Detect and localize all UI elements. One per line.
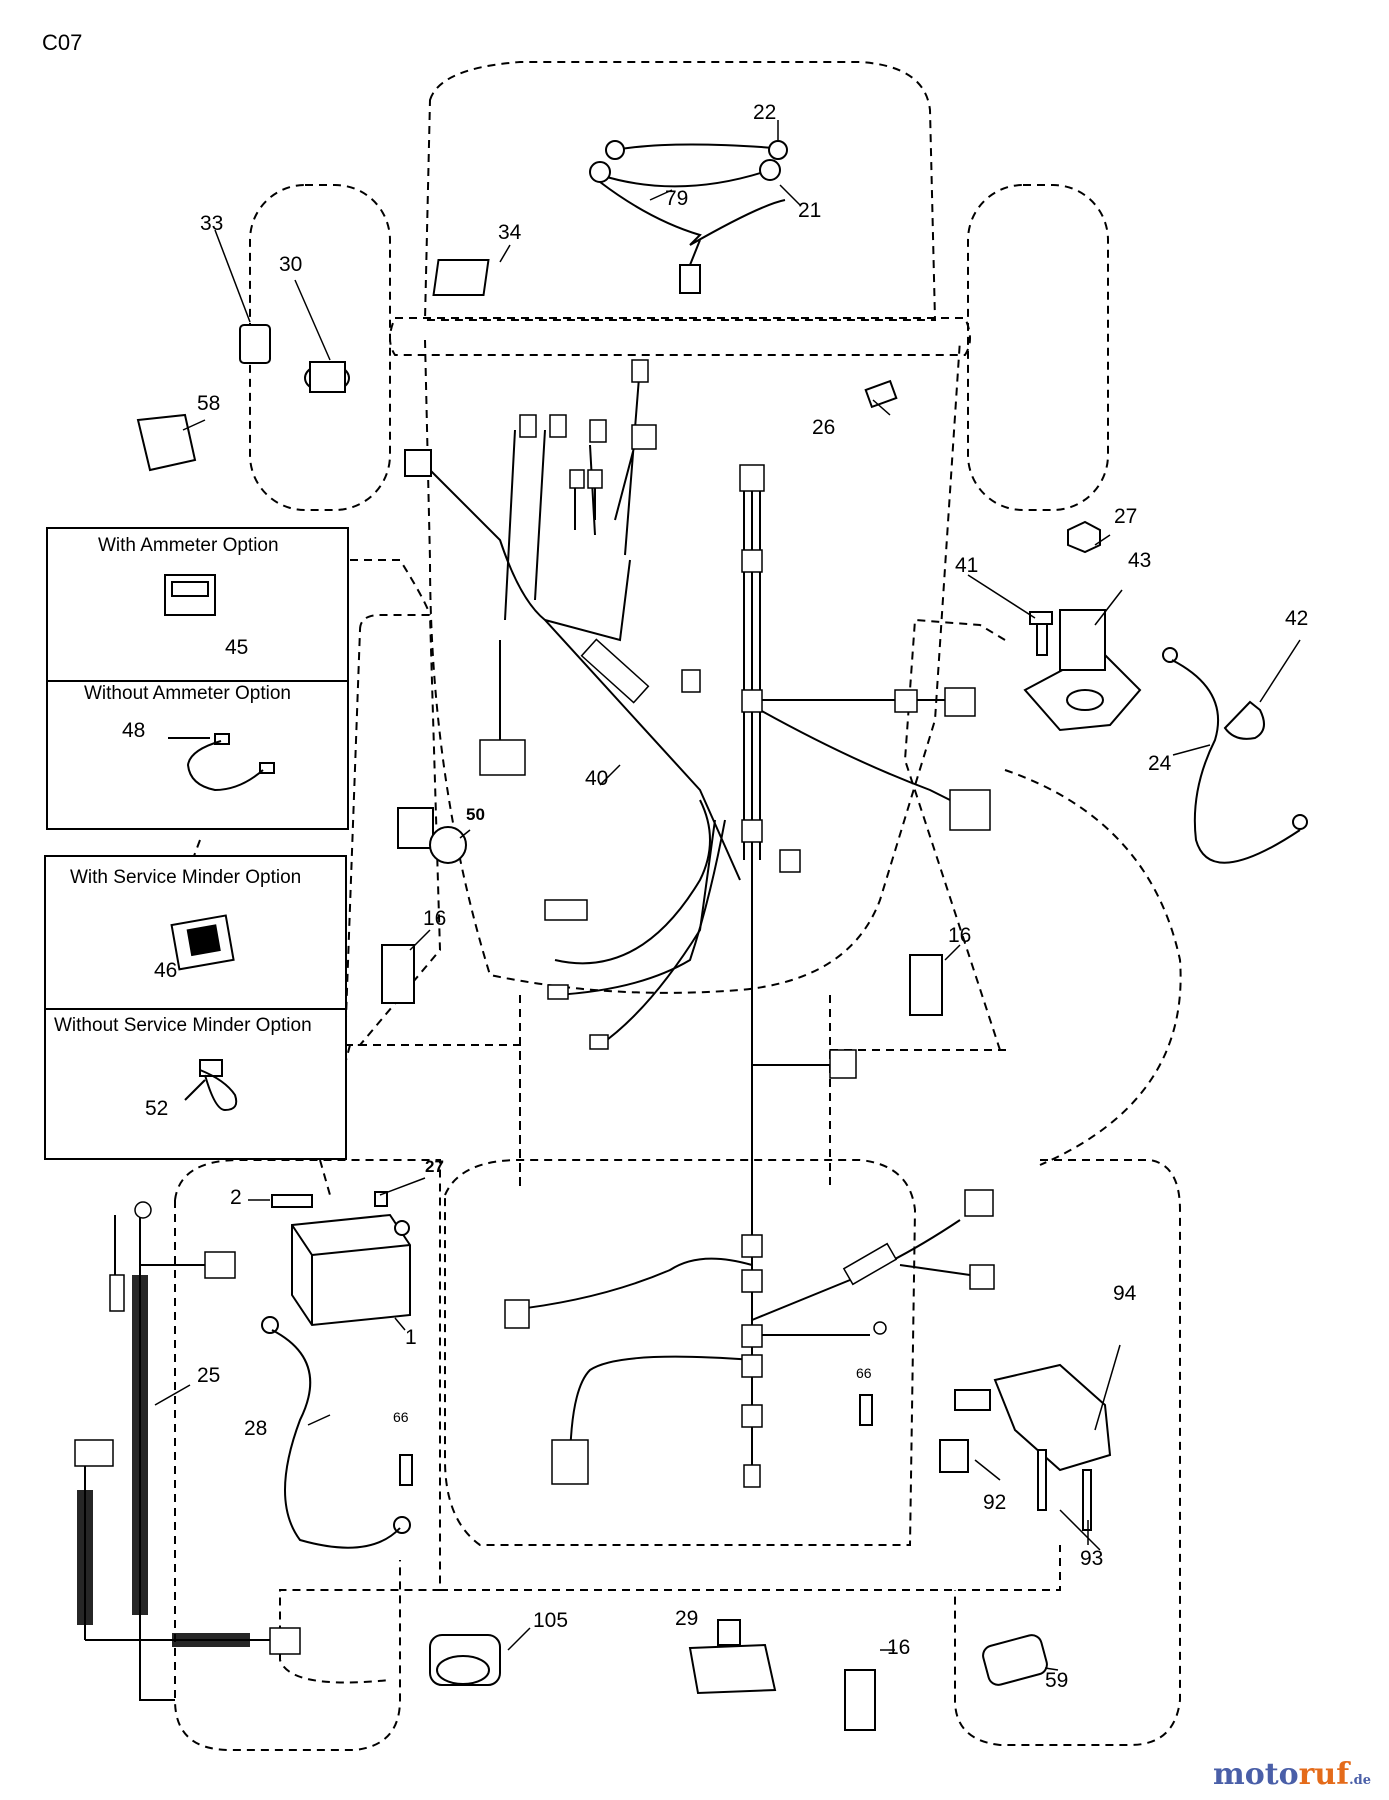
callout-105: 105 bbox=[533, 1609, 569, 1632]
callout-58: 58 bbox=[197, 392, 221, 415]
callout-34: 34 bbox=[498, 221, 522, 244]
callout-22: 22 bbox=[753, 101, 777, 124]
harness-connectors bbox=[479, 359, 995, 1488]
ammeter-option-box bbox=[46, 527, 349, 830]
with-ammeter-title: With Ammeter Option bbox=[98, 535, 279, 556]
callout-27-top: 27 bbox=[1114, 505, 1138, 528]
callout-26: 26 bbox=[812, 416, 836, 439]
callout-46: 46 bbox=[154, 959, 178, 982]
diagram-code: C07 bbox=[42, 30, 83, 55]
callout-25: 25 bbox=[197, 1364, 221, 1387]
callout-27-battery: 27 bbox=[425, 1157, 444, 1176]
callout-2: 2 bbox=[230, 1186, 242, 1209]
callout-52: 52 bbox=[145, 1097, 169, 1120]
callout-45: 45 bbox=[225, 636, 249, 659]
callout-66-right: 66 bbox=[856, 1365, 872, 1381]
callout-59: 59 bbox=[1045, 1669, 1069, 1692]
callout-48: 48 bbox=[122, 719, 146, 742]
callout-50: 50 bbox=[466, 805, 485, 824]
callout-40: 40 bbox=[585, 767, 609, 790]
callout-92: 92 bbox=[983, 1491, 1007, 1514]
without-service-minder-title: Without Service Minder Option bbox=[54, 1015, 312, 1036]
callout-16-right: 16 bbox=[948, 924, 972, 947]
callout-21: 21 bbox=[798, 199, 822, 222]
service-minder-option-box bbox=[44, 855, 347, 1160]
harness-wraps bbox=[77, 1275, 250, 1647]
callout-94: 94 bbox=[1113, 1282, 1137, 1305]
watermark-logo: motoruf.de bbox=[1212, 1757, 1371, 1792]
leader-lines bbox=[154, 120, 1301, 1671]
callout-66-left: 66 bbox=[393, 1409, 409, 1425]
callout-24: 24 bbox=[1148, 752, 1172, 775]
callout-43: 43 bbox=[1128, 549, 1152, 572]
callout-29: 29 bbox=[675, 1607, 699, 1630]
callout-1: 1 bbox=[405, 1326, 417, 1349]
box-divider bbox=[46, 1008, 345, 1010]
box-divider bbox=[48, 680, 347, 682]
callout-79: 79 bbox=[665, 187, 689, 210]
callout-33: 33 bbox=[200, 212, 224, 235]
callout-41: 41 bbox=[955, 554, 979, 577]
callout-30: 30 bbox=[279, 253, 303, 276]
without-ammeter-title: Without Ammeter Option bbox=[84, 683, 291, 704]
callout-28: 28 bbox=[244, 1417, 268, 1440]
callout-42: 42 bbox=[1285, 607, 1309, 630]
with-service-minder-title: With Service Minder Option bbox=[70, 867, 302, 888]
callout-16-left: 16 bbox=[423, 907, 447, 930]
callout-93: 93 bbox=[1080, 1547, 1104, 1570]
callout-16-bottom: 16 bbox=[887, 1636, 911, 1659]
headlight-wiring bbox=[589, 140, 788, 294]
